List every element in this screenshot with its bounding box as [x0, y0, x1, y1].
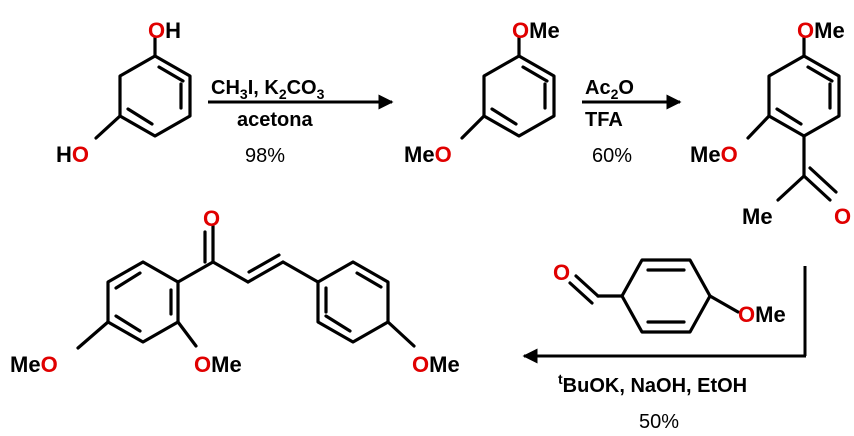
acetophenone-ome-top: OMe: [797, 18, 845, 43]
chalcone-ome-left: MeO: [10, 352, 58, 377]
step2-yield: 60%: [592, 145, 632, 167]
acetophenone-me: Me: [742, 204, 773, 229]
anisaldehyde-ome: OMe: [738, 302, 786, 327]
acetophenone-molecule: OMe MeO Me O: [690, 18, 851, 229]
dimethoxybenzene-ring: [460, 36, 556, 140]
step2-reagents-bottom: TFA: [585, 109, 623, 131]
step3-yield: 50%: [639, 411, 679, 433]
chalcone-left-ring: [76, 260, 198, 350]
resorcinol-oh-top: OH: [148, 18, 181, 43]
resorcinol-oh-bottom: HO: [56, 142, 89, 167]
anisaldehyde-o: O: [553, 260, 570, 285]
acetophenone-ome-left: MeO: [690, 142, 738, 167]
acetophenone-o: O: [834, 204, 851, 229]
step2-reagents-top: Ac2O: [585, 77, 634, 102]
resorcinol-molecule: OH HO: [56, 18, 192, 167]
step1-reagents-bottom: acetona: [237, 109, 313, 131]
chalcone-ome-right: OMe: [412, 352, 460, 377]
chalcone-molecule: O MeO OMe OMe: [10, 206, 460, 377]
step1-yield: 98%: [245, 145, 285, 167]
step1-reagents-top: CH3I, K2CO3: [211, 77, 325, 102]
dimethoxybenzene-molecule: OMe MeO: [404, 18, 560, 167]
acetophenone-ring: [746, 36, 841, 202]
chalcone-ome-ortho: OMe: [194, 352, 242, 377]
anisaldehyde-molecule: O OMe: [553, 258, 786, 334]
resorcinol-ring: [94, 36, 192, 140]
anisaldehyde-ring: [568, 258, 740, 334]
chalcone-enone: [176, 224, 320, 284]
step3-arrow: [522, 266, 807, 364]
dimethoxybenzene-ome-bottom: MeO: [404, 142, 452, 167]
chalcone-o: O: [203, 206, 220, 231]
step3-reagents: tBuOK, NaOH, EtOH: [558, 371, 747, 397]
dimethoxybenzene-ome-top: OMe: [512, 18, 560, 43]
chalcone-right-ring: [316, 260, 416, 348]
